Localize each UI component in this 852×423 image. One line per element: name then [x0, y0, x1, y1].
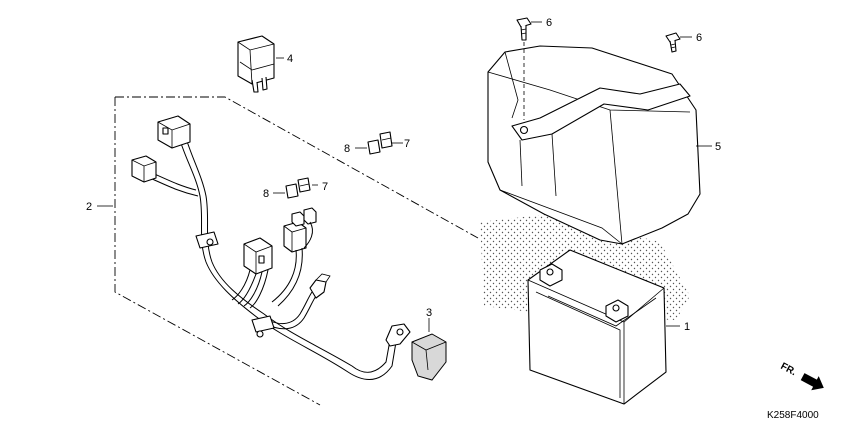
bolt-right[interactable]	[665, 32, 692, 53]
terminal-cover-part[interactable]	[411, 318, 447, 381]
callout-fuse-upper: 7	[404, 138, 410, 150]
fuse-upper[interactable]	[379, 131, 403, 149]
bolt-left[interactable]	[516, 17, 542, 120]
front-direction-marker: FR.	[779, 361, 824, 391]
callout-terminal-cover: 3	[426, 307, 432, 319]
callout-fuse-holder-lower: 8	[263, 188, 269, 200]
front-arrow-icon	[800, 373, 824, 391]
fuse-holder-upper[interactable]	[355, 139, 381, 155]
callout-bolt-right: 6	[696, 32, 702, 44]
callout-battery: 1	[684, 321, 690, 333]
diagram-code: K258F4000	[767, 410, 819, 421]
relay-part[interactable]	[237, 35, 284, 93]
battery-part[interactable]	[527, 249, 680, 405]
wire-harness-part[interactable]	[131, 115, 411, 380]
callout-bolt-left: 6	[546, 17, 552, 29]
harness-assembly-outline	[97, 96, 479, 406]
callout-fuse-holder-upper: 8	[344, 143, 350, 155]
callout-harness: 2	[86, 201, 92, 213]
fuse-lower[interactable]	[297, 177, 318, 193]
callout-relay: 4	[287, 53, 293, 65]
callout-fuse-lower: 7	[322, 181, 328, 193]
fuse-holder-lower[interactable]	[273, 183, 299, 199]
callout-battery-box: 5	[715, 141, 721, 153]
front-direction-label: FR.	[779, 361, 799, 378]
